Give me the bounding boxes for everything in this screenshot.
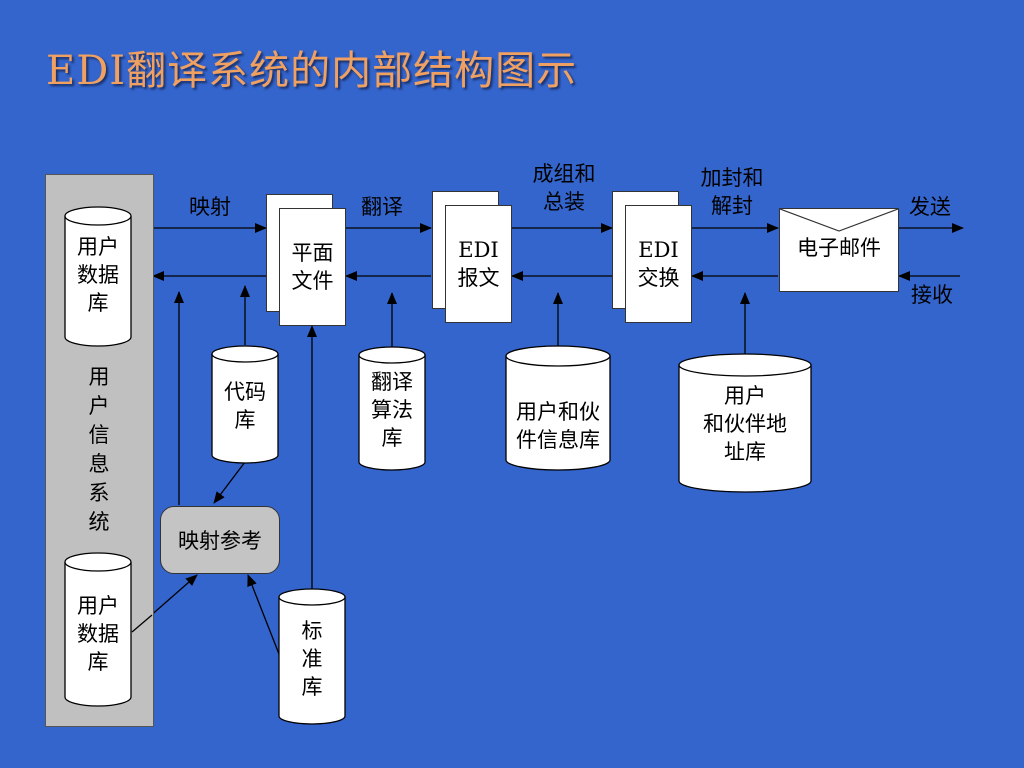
user-db-bottom-line3: 库 — [87, 650, 109, 674]
edge-label-receive: 接收 — [911, 283, 953, 307]
standard-db-line1: 标 — [301, 619, 323, 643]
edi-message-node: EDI 报文 — [445, 205, 512, 323]
standard-db-line3: 库 — [301, 675, 323, 699]
edi-message-line2: 报文 — [457, 266, 500, 290]
flat-file-line2: 文件 — [291, 269, 334, 293]
edge-label-seal-unseal-line2: 解封 — [711, 194, 753, 218]
user-db-bottom-line1: 用户 — [77, 594, 119, 618]
email-node: 电子邮件 — [779, 208, 899, 292]
code-db-line2: 库 — [234, 408, 256, 432]
code-db-line1: 代码 — [224, 380, 266, 404]
envelope-flap-icon — [780, 209, 898, 232]
user-db-bottom-line2: 数据 — [77, 622, 119, 646]
edge-label-group-pack-line1: 成组和 — [532, 162, 596, 186]
translate-algo-db-line3: 库 — [381, 426, 403, 450]
edge-label-send: 发送 — [909, 195, 951, 219]
edge-label-translate: 翻译 — [361, 195, 403, 219]
user-info-system-label: 用 户 信 息 系 统 — [84, 363, 114, 537]
user-db-bottom-label: 用户 数据 库 — [65, 592, 131, 676]
cylinder-partner-addr-db — [678, 353, 812, 493]
user-db-top-label: 用户 数据 库 — [65, 233, 131, 317]
edi-exchange-line1: EDI — [638, 238, 679, 262]
user-db-top-line2: 数据 — [77, 263, 119, 287]
edge-label-seal-unseal-line1: 加封和 — [700, 166, 764, 190]
cylinder-standard-db — [278, 588, 346, 725]
cylinder-partner-info-db — [505, 345, 611, 471]
standard-db-line2: 准 — [301, 647, 323, 671]
flat-file-node: 平面 文件 — [279, 208, 346, 326]
user-info-system-char4: 息 — [88, 452, 110, 476]
mapping-reference-label: 映射参考 — [178, 529, 262, 553]
partner-addr-db-line1: 用户 — [724, 384, 766, 408]
user-info-system-char2: 户 — [88, 394, 110, 418]
mapping-reference-node: 映射参考 — [160, 506, 280, 574]
partner-addr-db-label: 用户 和伙伴地 址库 — [679, 382, 811, 466]
user-info-system-char6: 统 — [88, 510, 110, 534]
partner-addr-db-line3: 址库 — [724, 440, 766, 464]
edi-message-line1: EDI — [458, 238, 499, 262]
email-label: 电子邮件 — [797, 236, 881, 260]
edi-exchange-line2: 交换 — [637, 266, 680, 290]
translate-algo-db-line2: 算法 — [371, 398, 413, 422]
edge-label-mapping: 映射 — [189, 195, 231, 219]
flat-file-line1: 平面 — [291, 241, 334, 265]
code-db-label: 代码 库 — [212, 378, 278, 434]
edge-label-group-pack-line2: 总装 — [543, 190, 585, 214]
translate-algo-db-line1: 翻译 — [371, 370, 413, 394]
edge-label-group-pack: 成组和 总装 — [524, 160, 604, 216]
page-title: EDI翻译系统的内部结构图示 — [46, 48, 578, 94]
edi-exchange-node: EDI 交换 — [625, 205, 692, 323]
user-db-top-line3: 库 — [87, 291, 109, 315]
partner-info-db-label: 用户和伙 件信息库 — [506, 398, 610, 454]
user-info-system-char3: 信 — [88, 423, 110, 447]
cylinder-translate-algo-db — [358, 346, 426, 471]
edge-label-seal-unseal: 加封和 解封 — [692, 164, 772, 220]
standard-db-label: 标 准 库 — [279, 617, 345, 701]
arrow-code-db-to-ref — [213, 461, 246, 504]
translate-algo-db-label: 翻译 算法 库 — [359, 368, 425, 452]
arrow-standard-to-ref — [247, 574, 280, 655]
user-db-top-line1: 用户 — [77, 235, 119, 259]
partner-info-db-line1: 用户和伙 — [516, 400, 600, 424]
partner-info-db-line2: 件信息库 — [516, 428, 600, 452]
user-info-system-char1: 用 — [88, 365, 110, 389]
partner-addr-db-line2: 和伙伴地 — [703, 412, 787, 436]
user-info-system-char5: 系 — [88, 481, 110, 505]
cylinder-code-db — [211, 345, 279, 464]
